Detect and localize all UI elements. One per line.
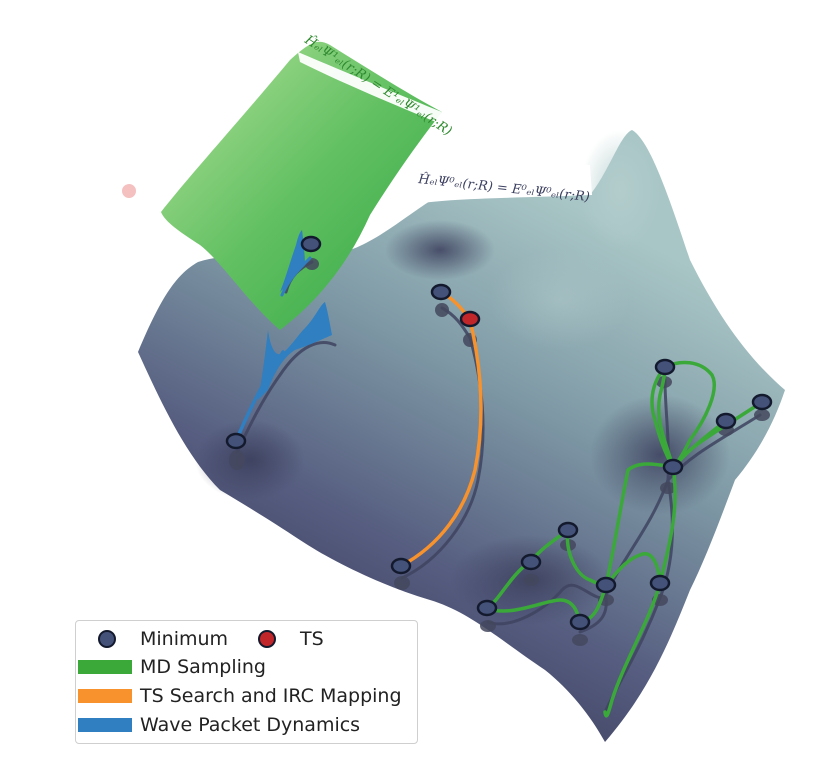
minima-markers [225,235,773,631]
legend-label-ts-search: TS Search and IRC Mapping [140,685,402,707]
minimum-marker-icon [98,630,116,648]
legend-label-md-sampling: MD Sampling [140,656,266,678]
minimum-node [430,283,452,301]
minimum-node [715,412,737,430]
ts-marker-icon [258,630,276,648]
minimum-node [751,393,773,411]
legend-row-wave: Wave Packet Dynamics [76,711,360,739]
minimum-node [520,553,542,571]
ts-search-swatch-icon [78,689,132,703]
minimum-node [595,576,617,594]
decorative-pink-dot [122,184,136,198]
minimum-node [654,358,676,376]
minimum-node [649,574,671,592]
minimum-node [390,557,412,575]
legend-label-ts: TS [300,628,324,650]
minimum-node [569,613,591,631]
minimum-node [476,599,498,617]
legend-label-wave-packet: Wave Packet Dynamics [140,714,361,736]
md-sampling-swatch-icon [78,660,132,674]
legend-row-md: MD Sampling [76,653,266,681]
minimum-node [662,458,684,476]
minimum-node [300,235,322,253]
minimum-node [557,521,579,539]
wave-packet-swatch-icon [78,718,132,732]
irc-path [399,290,483,568]
minimum-node [225,432,247,450]
legend-label-minimum: Minimum [140,628,229,650]
transition-state-node [459,310,481,328]
node-shadows [229,258,770,646]
legend: Minimum TS MD Sampling TS Search and IRC… [75,620,418,744]
legend-row-markers: Minimum TS [76,625,324,653]
wave-packet-dynamics [234,230,332,443]
legend-row-ts-search: TS Search and IRC Mapping [76,682,402,710]
